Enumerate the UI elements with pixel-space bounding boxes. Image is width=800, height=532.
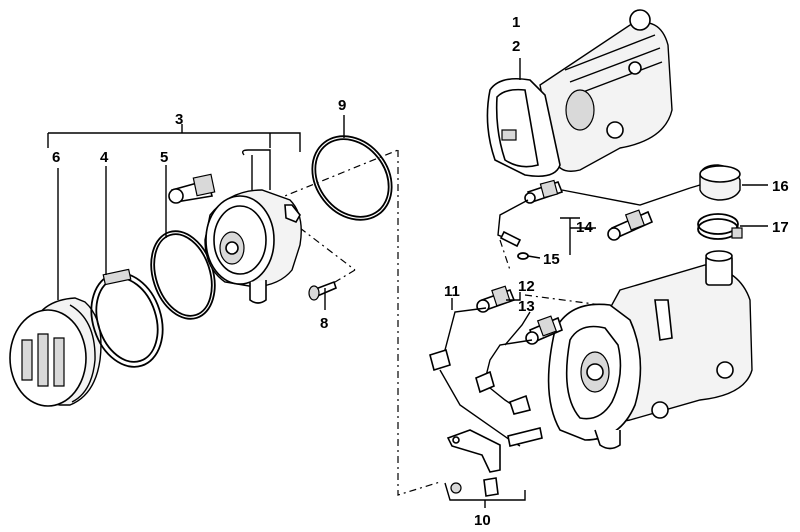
part-cap xyxy=(689,164,741,201)
callout-15: 15 xyxy=(543,251,560,268)
callout-2: 2 xyxy=(512,38,520,55)
callout-11: 11 xyxy=(444,283,460,300)
part-housing xyxy=(168,149,302,304)
part-wire-harness xyxy=(429,285,563,447)
part-end-cap xyxy=(9,297,102,407)
callout-8: 8 xyxy=(320,315,328,332)
part-clamp xyxy=(697,213,743,240)
part-burner-unit xyxy=(486,9,673,178)
callout-14: 14 xyxy=(576,219,593,236)
leader-lines xyxy=(47,58,768,508)
callout-5: 5 xyxy=(160,149,168,166)
callout-3: 3 xyxy=(175,111,183,128)
callout-1: 1 xyxy=(512,14,520,31)
assembly-guide-lines xyxy=(274,149,641,496)
callout-4: 4 xyxy=(100,149,109,166)
part-o-ring-large xyxy=(311,135,393,221)
part-pump-housing xyxy=(547,250,753,450)
part-screw xyxy=(308,280,337,301)
callout-9: 9 xyxy=(338,97,346,114)
callout-16: 16 xyxy=(772,178,789,195)
part-bracket xyxy=(446,429,501,497)
callout-13: 13 xyxy=(518,298,535,315)
callout-10: 10 xyxy=(474,512,491,529)
callout-12: 12 xyxy=(518,278,535,295)
callout-labels: 1 2 3 4 5 6 8 9 10 11 12 13 14 15 16 17 xyxy=(52,14,789,529)
callout-17: 17 xyxy=(772,219,789,236)
part-hose-clamp xyxy=(90,268,164,368)
part-sensor-lead xyxy=(497,179,691,260)
callout-6: 6 xyxy=(52,149,60,166)
